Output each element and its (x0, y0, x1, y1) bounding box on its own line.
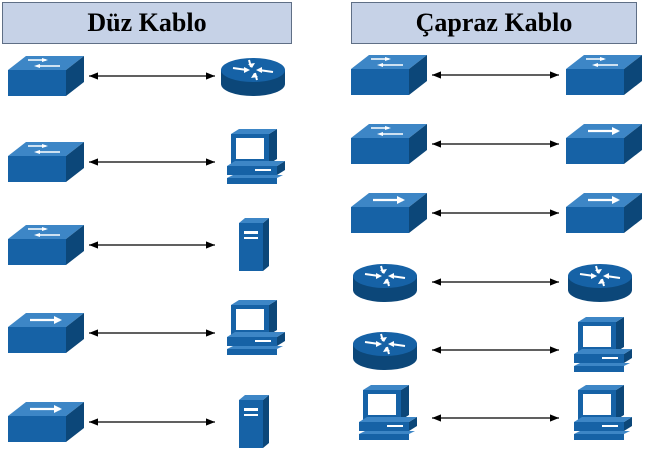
crossover-0-switch-icon (351, 55, 427, 95)
crossover-5-pc-icon (359, 385, 417, 440)
crossover-3-router-icon (353, 264, 417, 302)
crossover-1-hub-icon (566, 124, 642, 164)
crossover-cable-header: Çapraz Kablo (351, 2, 637, 44)
straight-2-server-icon (239, 218, 269, 271)
straight-cable-header: Düz Kablo (2, 2, 292, 44)
crossover-5-pc-icon (574, 385, 632, 440)
crossover-3-router-icon (568, 264, 632, 302)
straight-1-pc-icon (227, 129, 285, 184)
straight-0-switch-icon (8, 56, 84, 96)
straight-1-switch-icon (8, 142, 84, 182)
crossover-4-router-icon (353, 332, 417, 370)
straight-4-hub-icon (8, 402, 84, 442)
crossover-2-hub-icon (351, 193, 427, 233)
crossover-4-pc-icon (574, 317, 632, 372)
straight-3-pc-icon (227, 300, 285, 355)
straight-4-server-icon (239, 395, 269, 448)
crossover-0-switch-icon (566, 55, 642, 95)
straight-0-router-icon (221, 58, 285, 96)
straight-3-hub-icon (8, 313, 84, 353)
straight-2-switch-icon (8, 225, 84, 265)
crossover-2-hub-icon (566, 193, 642, 233)
crossover-1-switch-icon (351, 124, 427, 164)
